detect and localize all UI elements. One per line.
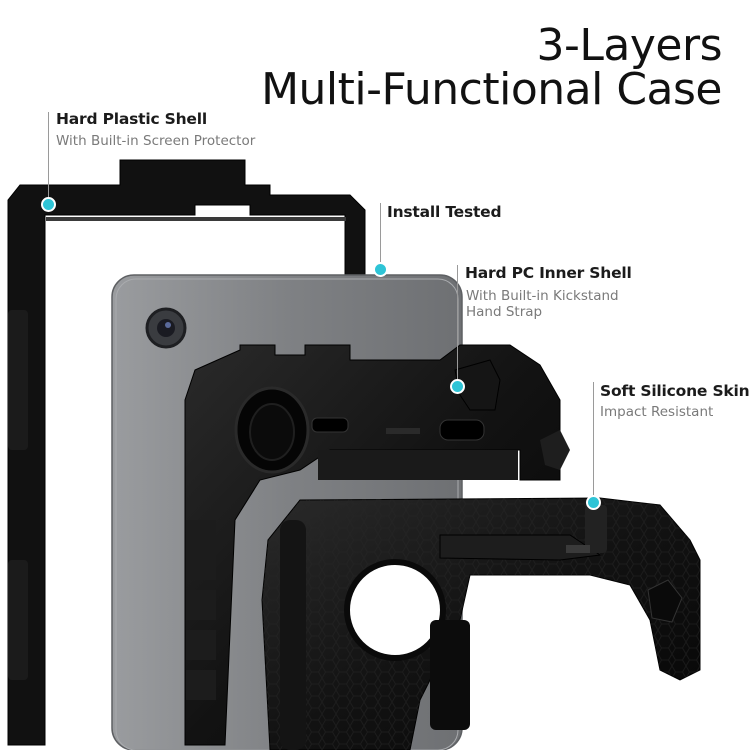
callout-line-soft-silicone-skin <box>593 382 594 500</box>
hard-pc-inner-shell-title: Hard PC Inner Shell <box>465 264 632 282</box>
callout-line-install-tested <box>380 203 381 265</box>
callout-dot-hard-pc-inner-shell <box>450 379 465 394</box>
hard-pc-inner-shell-detail-1: With Built-in Kickstand <box>466 288 619 304</box>
callout-dot-hard-plastic-shell <box>41 197 56 212</box>
soft-silicone-skin <box>261 497 701 750</box>
install-tested-title: Install Tested <box>387 203 502 221</box>
hard-plastic-shell-title: Hard Plastic Shell <box>56 110 207 128</box>
callout-dot-soft-silicone-skin <box>586 495 601 510</box>
heading-line-2: Multi-Functional Case <box>261 64 722 115</box>
soft-silicone-skin-detail: Impact Resistant <box>600 404 714 420</box>
hard-pc-inner-shell-detail-2: Hand Strap <box>466 304 543 320</box>
soft-silicone-skin-title: Soft Silicone Skin <box>600 382 750 400</box>
hard-plastic-shell-detail: With Built-in Screen Protector <box>56 133 256 149</box>
hard-pc-inner-shell <box>184 344 570 746</box>
callout-dot-install-tested <box>373 262 388 277</box>
callout-line-hard-plastic-shell <box>48 112 49 200</box>
heading-line-1: 3-Layers <box>536 20 723 71</box>
hard-plastic-shell-frame <box>7 159 366 746</box>
callout-line-hard-pc-inner-shell <box>457 265 458 383</box>
